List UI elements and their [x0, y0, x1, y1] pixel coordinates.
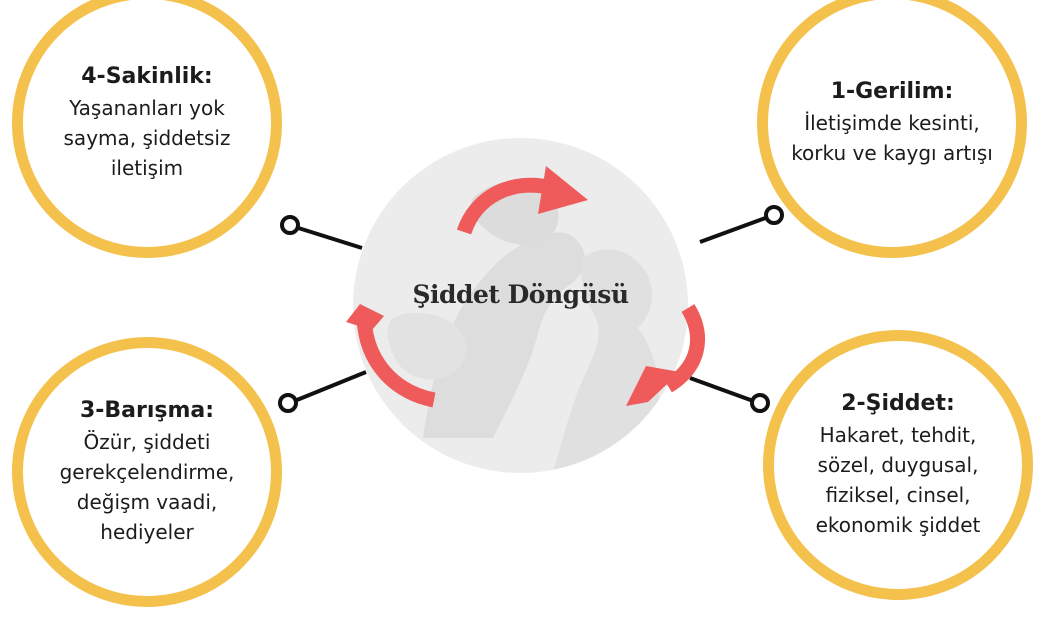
stage-text-line: korku ve kaygı artışı	[791, 141, 993, 166]
connector-barisma-line	[291, 370, 367, 404]
stage-text-line: Yaşananları yok	[69, 96, 225, 121]
stage-text-line: değişm vaadi,	[76, 490, 218, 515]
stage-text-line: sözel, duygusal,	[817, 453, 979, 478]
arrow-right-head	[626, 366, 680, 406]
connector-sakinlik-line	[291, 224, 363, 250]
stage-title: 4-Sakinlik:	[81, 63, 213, 89]
stage-text-line: Özür, şiddeti	[83, 430, 211, 455]
arrow-left-head	[346, 304, 384, 330]
arrow-top	[456, 177, 554, 235]
connector-sakinlik-dot	[280, 215, 300, 235]
stage-bubble-barisma: 3-Barışma: Özür, şiddeti gerekçelendirme…	[12, 337, 282, 607]
stage-text-line: gerekçelendirme,	[59, 460, 235, 485]
stage-text-line: iletişim	[110, 156, 184, 181]
stage-text-line: ekonomik şiddet	[815, 513, 981, 538]
stage-bubble-gerilim: 1-Gerilim: İletişimde kesinti, korku ve …	[757, 0, 1027, 258]
stage-text-line: İletişimde kesinti,	[804, 111, 980, 136]
stage-bubble-sakinlik: 4-Sakinlik: Yaşananları yok sayma, şidde…	[12, 0, 282, 258]
connector-barisma-dot	[278, 393, 298, 413]
connector-siddet-line	[689, 376, 757, 404]
connector-gerilim-dot	[764, 205, 784, 225]
stage-bubble-siddet: 2-Şiddet: Hakaret, tehdit, sözel, duygus…	[763, 330, 1033, 600]
stage-text-line: sayma, şiddetsiz	[63, 126, 231, 151]
stage-text-line: Hakaret, tehdit,	[819, 423, 977, 448]
stage-title: 3-Barışma:	[79, 397, 215, 423]
arrow-left	[356, 317, 436, 408]
arrow-right	[663, 304, 705, 393]
connector-gerilim-line	[699, 214, 772, 244]
connector-siddet-dot	[750, 393, 770, 413]
stage-title: 2-Şiddet:	[841, 390, 955, 416]
arrow-top-head	[538, 166, 588, 214]
stage-text-line: fiziksel, cinsel,	[825, 483, 971, 508]
diagram-title: Şiddet Döngüsü	[412, 280, 629, 309]
stage-title: 1-Gerilim:	[830, 78, 954, 104]
stage-text-line: hediyeler	[100, 520, 194, 545]
